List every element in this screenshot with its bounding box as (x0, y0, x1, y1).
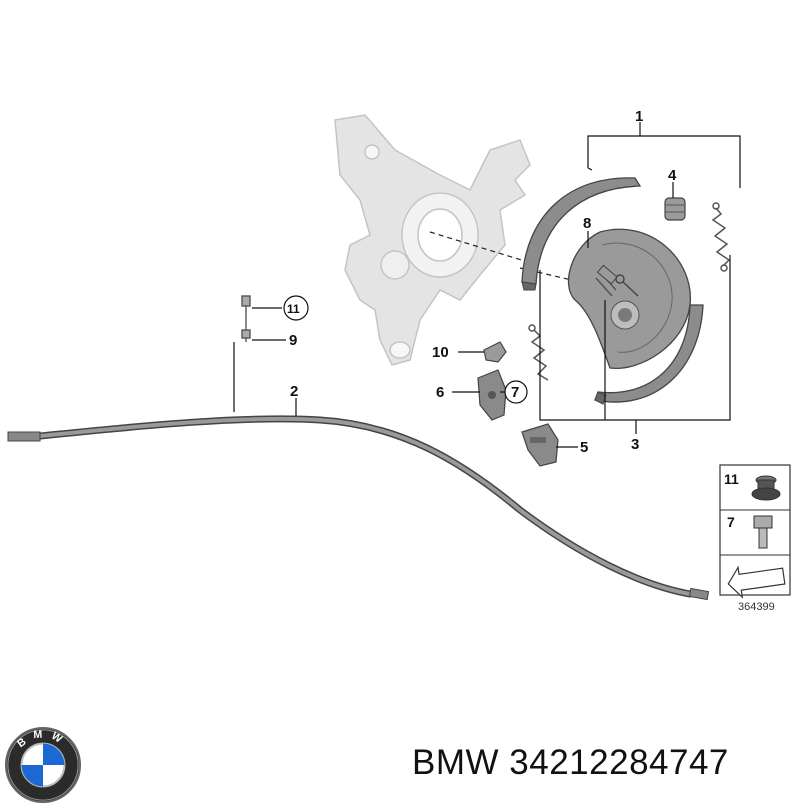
adjuster-spring (595, 264, 618, 297)
brake-shoe-lower (594, 304, 704, 405)
leader-lines (233, 122, 741, 448)
bolt-icon (753, 515, 773, 549)
adjuster-nut (664, 197, 686, 221)
callout-3: 3 (631, 436, 639, 453)
hold-down-pin (615, 274, 639, 297)
reference-number: 364399 (738, 601, 775, 613)
callout-5: 5 (580, 439, 588, 456)
callout-8: 8 (583, 215, 591, 232)
callout-9: 9 (289, 332, 297, 349)
expander-unit (521, 423, 559, 467)
bmw-roundel-icon: BMW (4, 726, 82, 804)
callout-11: 11 (287, 302, 300, 316)
inset-label-7: 7 (727, 514, 735, 530)
caption-part-number: 34212284747 (509, 743, 729, 782)
part-caption: BMW 34212284747 (412, 738, 792, 788)
backing-plate (567, 228, 691, 370)
callout-1: 1 (635, 108, 643, 125)
callout-10: 10 (432, 344, 449, 361)
return-spring-left (528, 324, 549, 381)
callout-circle-7 (504, 380, 528, 404)
callout-7: 7 (511, 384, 519, 401)
parking-brake-cable (7, 415, 710, 601)
inset-label-11: 11 (724, 471, 739, 487)
cable-clip (241, 295, 251, 342)
cable-bracket (483, 341, 507, 363)
callout-6: 6 (436, 384, 444, 401)
steering-knuckle (334, 114, 531, 366)
parts-inset-box: 11 7 (719, 464, 791, 599)
callout-circle-11 (283, 295, 309, 321)
grommet-icon (751, 475, 781, 501)
parking-brake-lever (477, 369, 507, 421)
direction-arrow-icon (727, 565, 786, 599)
brake-shoe-upper (521, 177, 642, 291)
callout-4: 4 (668, 167, 677, 184)
callout-2: 2 (290, 383, 298, 400)
caption-brand: BMW (412, 743, 500, 782)
return-spring-right (711, 202, 731, 272)
